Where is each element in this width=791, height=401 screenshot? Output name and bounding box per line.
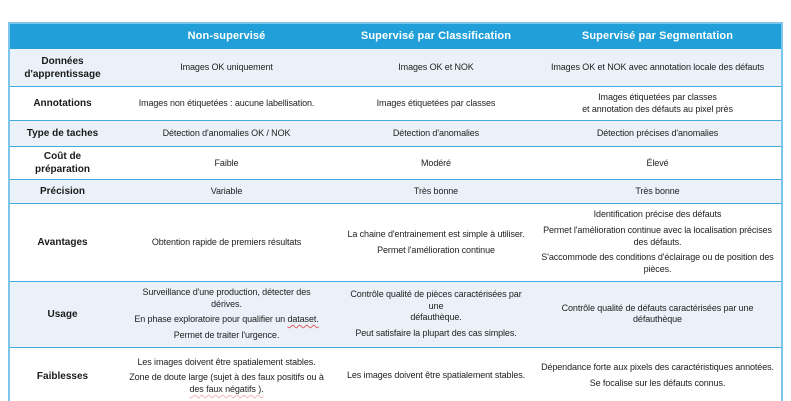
table-cell: Images étiquetées par classes et annotat… — [534, 87, 781, 120]
column-header-non-supervise: Non-supervisé — [187, 30, 266, 43]
cell-text: Zone de doute large (sujet à des faux po… — [129, 372, 324, 395]
cell-text: Images OK et NOK — [398, 61, 474, 72]
header-cell-empty — [10, 24, 115, 49]
table-cell: Très bonne — [534, 180, 781, 203]
row-label: Type de taches — [26, 128, 99, 140]
row-label: Faiblesses — [36, 370, 89, 382]
cell-text: Modéré — [421, 157, 451, 168]
row-label: Précision — [39, 186, 86, 198]
cell-text: Dépendance forte aux pixels des caractér… — [541, 362, 774, 373]
cell-text: Obtention rapide de premiers résultats — [151, 236, 302, 247]
cell-text: Détection d'anomalies — [392, 128, 480, 139]
table-row-donnees-apprentissage: Données d'apprentissage Images OK unique… — [10, 49, 781, 86]
table-cell: Surveillance d'une production, détecter … — [115, 282, 338, 347]
table-row-type-de-taches: Type de taches Détection d'anomalies OK … — [10, 120, 781, 147]
table-row-annotations: Annotations Images non étiquetées : aucu… — [10, 86, 781, 121]
table-cell: La chaine d'entrainement est simple à ut… — [338, 204, 534, 280]
cell-text: Images non étiquetées : aucune labellisa… — [138, 97, 315, 108]
cell-text: Contrôle qualité de défauts caractérisée… — [561, 302, 754, 325]
cell-text: Détection d'anomalies OK / NOK — [162, 128, 291, 139]
table-cell: Variable — [115, 180, 338, 203]
table-cell: Images OK et NOK — [338, 49, 534, 86]
table-cell: Détection d'anomalies — [338, 121, 534, 146]
table-cell: Contrôle qualité de défauts caractérisée… — [534, 282, 781, 347]
cell-text: Permet l'amélioration continue — [377, 244, 495, 255]
cell-text: Variable — [210, 186, 243, 197]
row-label: Annotations — [33, 98, 92, 110]
cell-text: Faible — [214, 157, 239, 168]
cell-text: Les images doivent être spatialement sta… — [346, 370, 526, 381]
cell-text: Surveillance d'une production, détecter … — [142, 286, 311, 309]
column-header-supervise-segmentation: Supervisé par Segmentation — [581, 30, 734, 43]
table-row-usage: Usage Surveillance d'une production, dét… — [10, 280, 781, 347]
table-header: Non-supervisé Supervisé par Classificati… — [10, 24, 781, 49]
table-cell: Les images doivent être spatialement sta… — [115, 348, 338, 401]
table-cell: Dépendance forte aux pixels des caractér… — [534, 348, 781, 401]
cell-text: Élevé — [646, 157, 669, 168]
cell-text: Images OK uniquement — [180, 61, 273, 72]
cell-text: Les images doivent être spatialement sta… — [137, 356, 316, 367]
table-cell: Détection d'anomalies OK / NOK — [115, 121, 338, 146]
table-cell: Élevé — [534, 147, 781, 179]
cell-text: Images étiquetées par classes et annotat… — [582, 92, 733, 114]
misspelled-word: dataset. — [287, 314, 319, 325]
table-cell: Images OK et NOK avec annotation locale … — [534, 49, 781, 86]
cell-text: Identification précise des défauts — [593, 209, 722, 220]
column-header-supervise-classification: Supervisé par Classification — [360, 30, 512, 43]
row-label: Avantages — [37, 237, 88, 249]
cell-text: Images étiquetées par classes — [376, 97, 496, 108]
table-cell: Images OK uniquement — [115, 49, 338, 86]
table-row-avantages: Avantages Obtention rapide de premiers r… — [10, 203, 781, 281]
table-cell: Images non étiquetées : aucune labellisa… — [115, 87, 338, 120]
cell-text: Peut satisfaire la plupart des cas simpl… — [355, 327, 517, 338]
row-label: Usage — [47, 308, 78, 320]
cell-text: Détection précises d'anomalies — [596, 128, 719, 139]
table-row-cout-de-preparation: Coût de préparation Faible Modéré Élevé — [10, 146, 781, 180]
cell-text: Très bonne — [635, 186, 680, 197]
table-row-precision: Précision Variable Très bonne Très bonne — [10, 179, 781, 204]
table-cell: Modéré — [338, 147, 534, 179]
cell-text: Contrôle qualité de pièces caractérisées… — [350, 288, 522, 323]
table-cell: Détection précises d'anomalies — [534, 121, 781, 146]
row-label: Coût de préparation — [34, 151, 90, 176]
table-row-faiblesses: Faiblesses Les images doivent être spati… — [10, 346, 781, 401]
table-cell: Faible — [115, 147, 338, 179]
table-cell: Identification précise des défauts Perme… — [534, 204, 781, 280]
table-cell: Images étiquetées par classes — [338, 87, 534, 120]
cell-text: S'accommode des conditions d'éclairage o… — [541, 252, 774, 275]
cell-text: Images OK et NOK avec annotation locale … — [550, 61, 765, 72]
misspelled-word: des faux négatifs ). — [189, 383, 264, 394]
table-cell: Contrôle qualité de pièces caractérisées… — [338, 282, 534, 347]
comparison-table: Non-supervisé Supervisé par Classificati… — [8, 22, 783, 401]
cell-text: Permet de traiter l'urgence. — [173, 329, 280, 340]
table-cell: Les images doivent être spatialement sta… — [338, 348, 534, 401]
cell-text: La chaine d'entrainement est simple à ut… — [347, 228, 525, 239]
cell-text-prefix: Zone de doute large (sujet à des faux po… — [129, 372, 324, 383]
row-label: Données d'apprentissage — [24, 55, 101, 80]
cell-text: Permet l'amélioration continue avec la l… — [543, 225, 772, 247]
table-cell: Très bonne — [338, 180, 534, 203]
cell-text-prefix: En phase exploratoire pour qualifier un — [134, 314, 288, 325]
cell-text: Très bonne — [413, 186, 459, 197]
cell-text: Se focalise sur les défauts connus. — [589, 378, 726, 389]
cell-text: En phase exploratoire pour qualifier un … — [134, 314, 318, 326]
table-cell: Obtention rapide de premiers résultats — [115, 204, 338, 280]
